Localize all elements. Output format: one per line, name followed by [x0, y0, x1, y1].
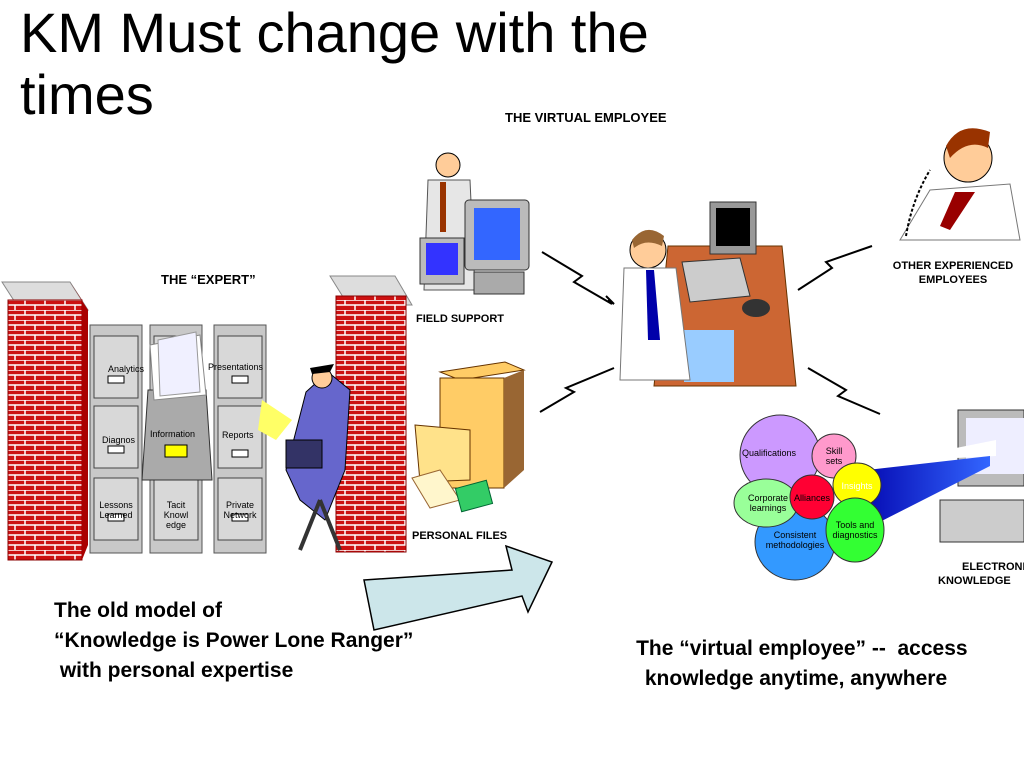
field-support-figure [419, 152, 530, 295]
virtual-employee-figure [619, 201, 797, 387]
connector-arrows [539, 245, 881, 415]
drawer-presentations: Presentations [208, 362, 264, 372]
bubble-qualifications-label: Qualifications [742, 448, 797, 458]
filing-cabinets [89, 324, 267, 554]
bubble-insights-label: Insights [841, 481, 873, 491]
field-support-label: FIELD SUPPORT [416, 313, 505, 325]
drawer-reports: Reports [222, 430, 254, 440]
drawer-diagnos: Diagnos [102, 435, 136, 445]
virtual-employee-heading: THE VIRTUAL EMPLOYEE [505, 110, 667, 125]
knowledge-beam [850, 456, 990, 532]
personal-files-label: PERSONAL FILES [412, 530, 508, 542]
other-experienced-employee-figure [899, 128, 1021, 241]
brick-wall-left [1, 281, 89, 561]
bubble-tools [825, 497, 885, 563]
personal-files-cabinet [411, 361, 526, 513]
drawer-analytics: Analytics [108, 364, 145, 374]
lone-ranger-man-figure [258, 364, 351, 551]
bubble-alliances-label: Alliances [793, 493, 831, 503]
knowledge-bubbles [733, 414, 885, 581]
slide-title: KM Must change with the times [20, 1, 649, 126]
bubble-alliances [789, 474, 835, 520]
transition-arrow [363, 544, 554, 631]
drawer-information: Information [150, 429, 196, 439]
electronic-knowledge-label: ELECTRONICKNOWLEDGE [938, 561, 1024, 587]
expert-heading: THE “EXPERT” [161, 272, 256, 287]
old-model-caption: The old model of“Knowledge is Power Lone… [54, 599, 414, 682]
